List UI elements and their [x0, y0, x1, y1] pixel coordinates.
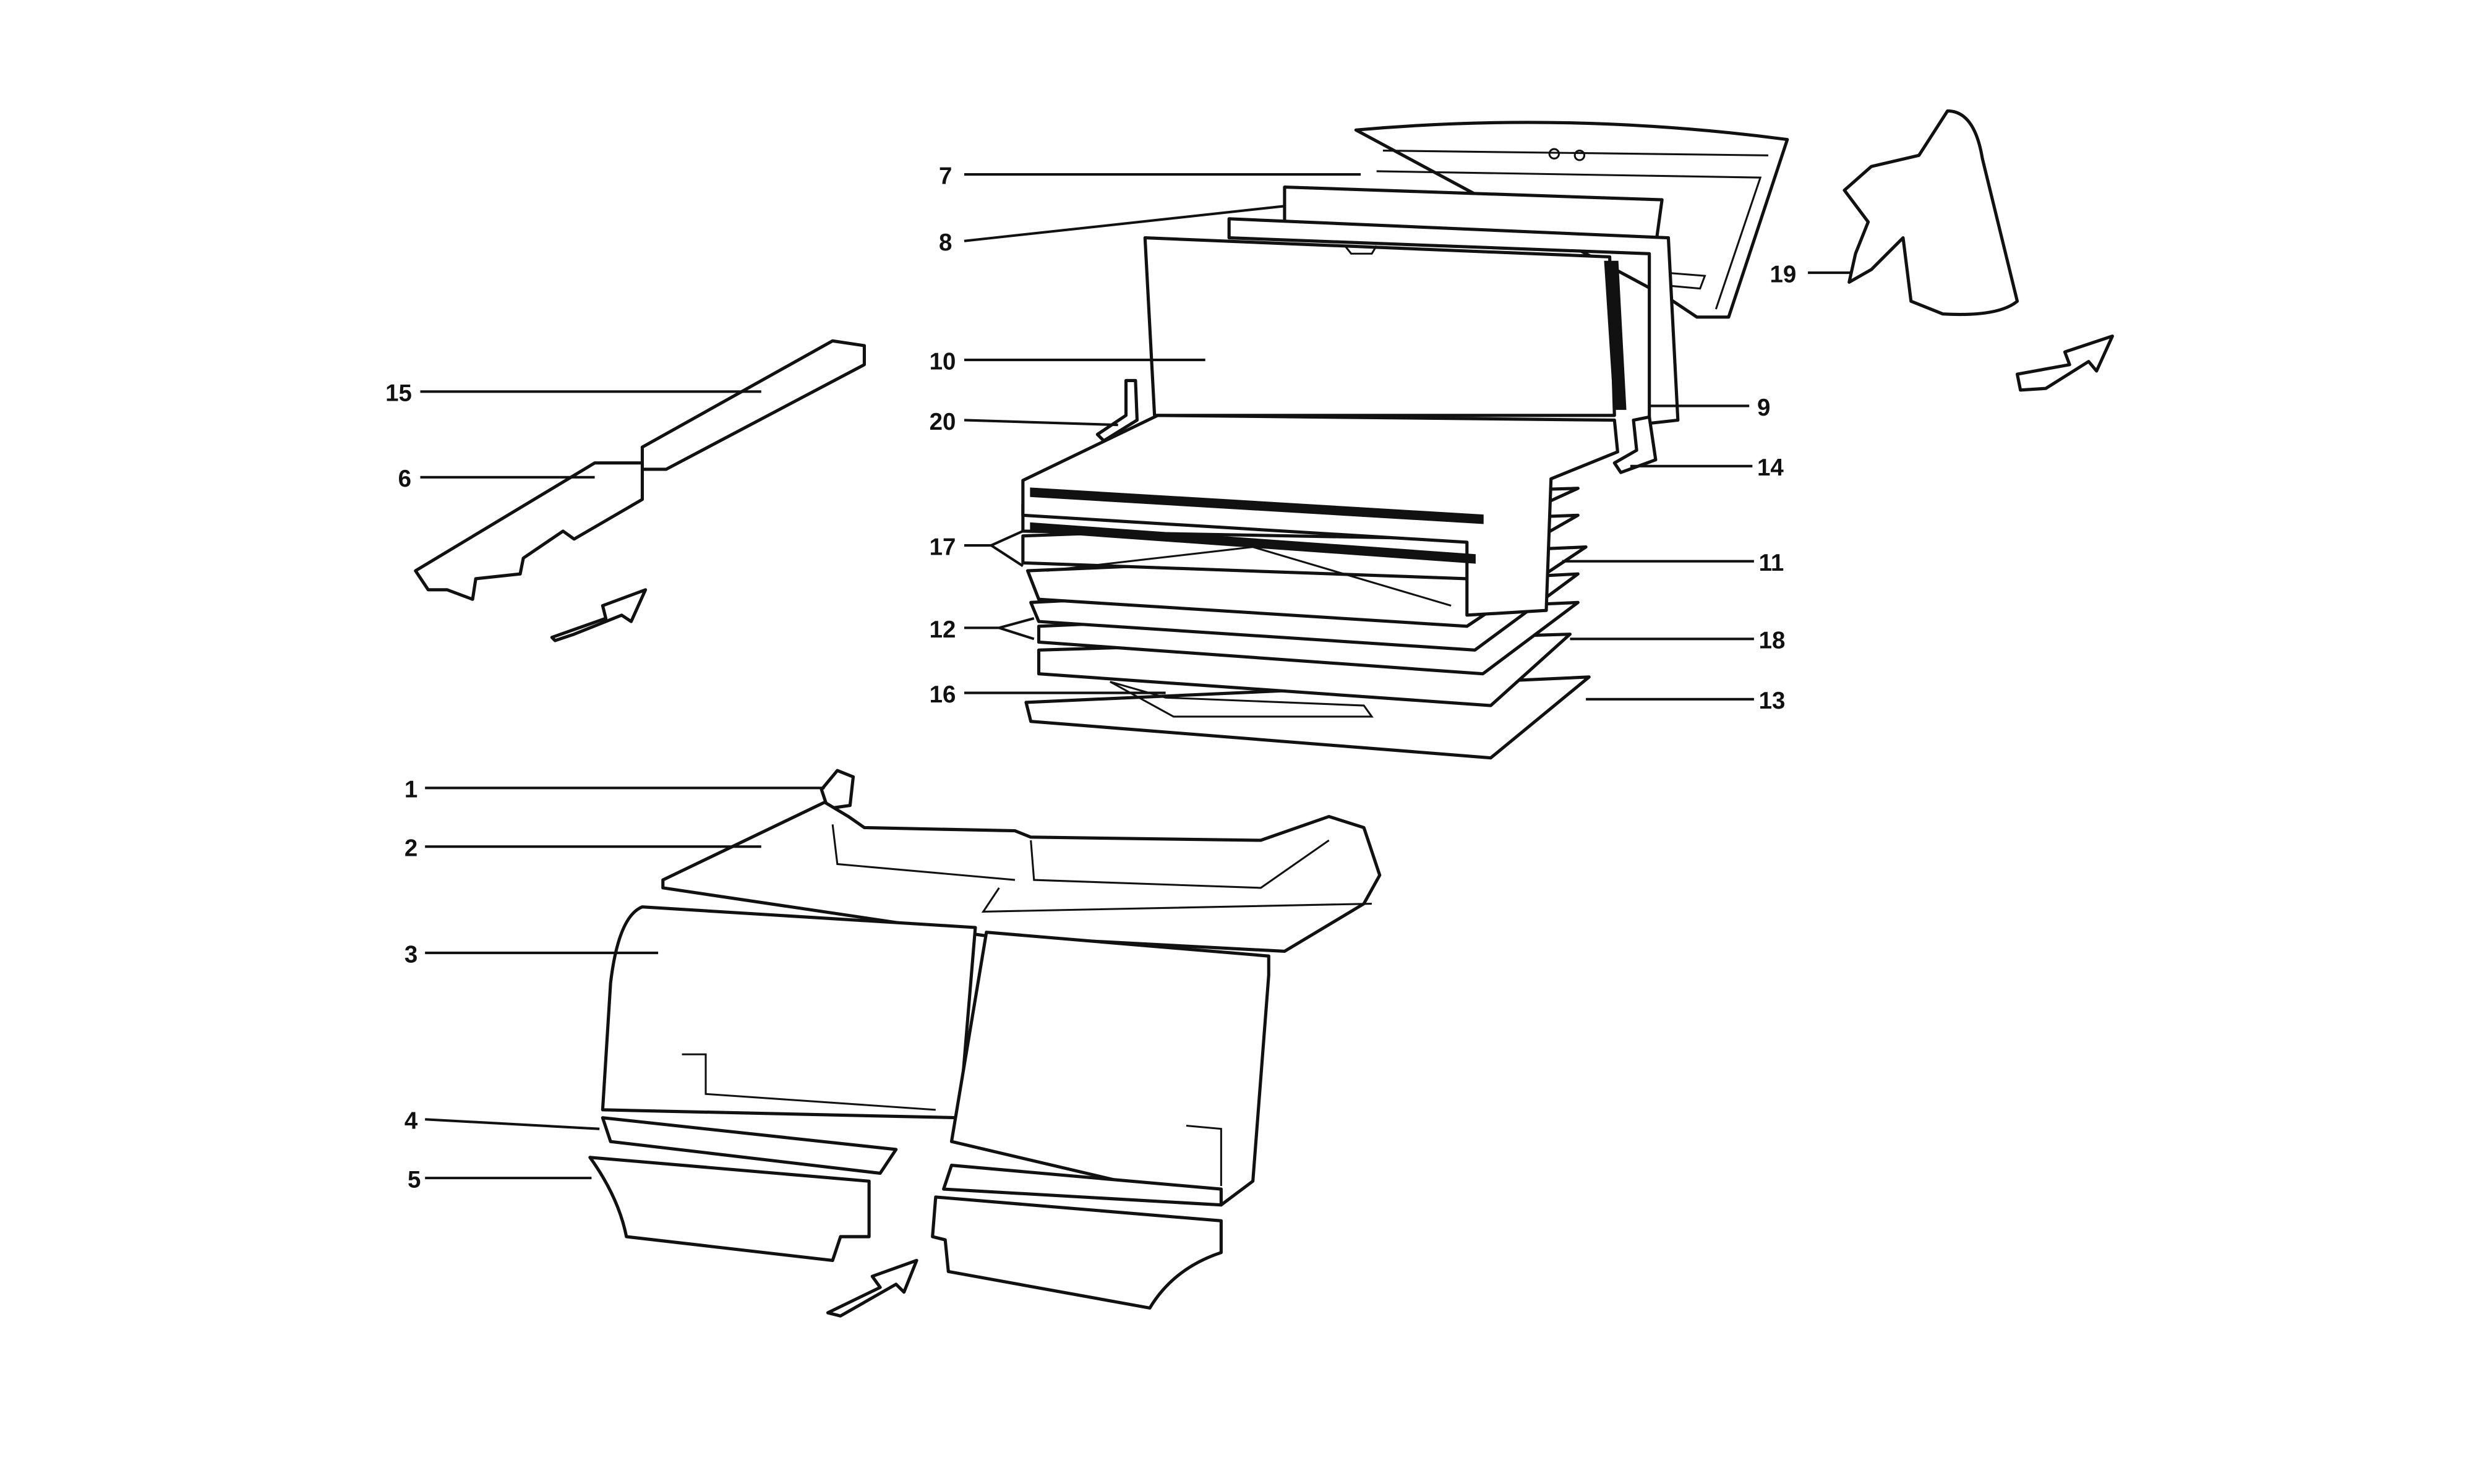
- direction-arrow-icon: [2015, 335, 2114, 392]
- callout-7: 7: [939, 163, 952, 189]
- part-3-rear-seat-panel: [601, 905, 1270, 1207]
- callout-labels: 7 8 10 20 9 14 11 18 13 17 12 16 15 6 19…: [385, 163, 1796, 1193]
- callout-5: 5: [408, 1167, 421, 1193]
- callout-2: 2: [404, 835, 417, 862]
- part-10-backrest: [1143, 236, 1627, 417]
- callout-10: 10: [930, 348, 956, 375]
- callout-15: 15: [385, 380, 412, 407]
- part-19-trim: [1843, 109, 2019, 317]
- callout-12: 12: [930, 616, 956, 643]
- direction-arrow-icon: [550, 588, 648, 642]
- part-4-trim-strip-right: [942, 1164, 1223, 1207]
- part-stack-11-12-16-17-18: [1021, 414, 1619, 760]
- callout-13: 13: [1759, 688, 1786, 714]
- callout-19: 19: [1770, 261, 1797, 288]
- part-15-rail: [640, 339, 867, 471]
- callout-14: 14: [1757, 454, 1784, 481]
- callout-20: 20: [930, 409, 956, 435]
- part-14-bracket: [1612, 415, 1658, 474]
- callout-4: 4: [404, 1108, 418, 1135]
- callout-3: 3: [404, 941, 417, 968]
- callout-11: 11: [1759, 550, 1784, 576]
- callout-9: 9: [1757, 394, 1770, 421]
- callout-8: 8: [939, 229, 952, 256]
- callout-16: 16: [930, 681, 956, 708]
- part-6-rail: [414, 461, 644, 601]
- part-4-trim-strip: [601, 1116, 898, 1175]
- callout-18: 18: [1759, 628, 1786, 654]
- part-5-kick-panel: [588, 1156, 871, 1263]
- leader-lines: [420, 173, 1852, 1180]
- callout-17: 17: [930, 534, 956, 560]
- callout-6: 6: [398, 466, 411, 492]
- part-5-kick-panel-right: [931, 1195, 1223, 1310]
- direction-arrow-icon: [826, 1258, 918, 1318]
- callout-1: 1: [404, 777, 417, 803]
